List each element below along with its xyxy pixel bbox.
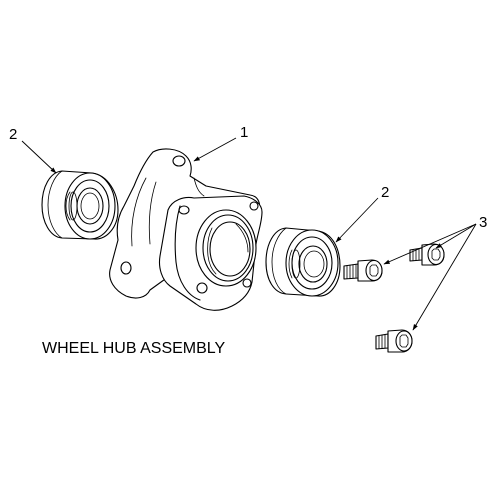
leader-screw-top [435,223,477,249]
diagram-title: WHEEL HUB ASSEMBLY [42,340,225,357]
leader-bearing-left [21,140,57,174]
screw-bottom [375,329,413,353]
right-bearing [265,227,341,297]
leader-hub [193,137,237,162]
leader-bearing-right [335,197,379,243]
leader-screw-bottom [412,223,477,331]
callout-bearing-left: 2 [9,126,17,143]
callout-hub: 1 [240,124,248,141]
leader-lines [21,137,477,331]
screw-middle [343,259,383,282]
callout-screws: 3 [479,214,487,231]
left-bearing [41,170,119,240]
callout-bearing-right: 2 [381,184,389,201]
screw-top [409,243,445,266]
leader-screw-middle [383,223,477,265]
wheel-hub [109,148,263,311]
